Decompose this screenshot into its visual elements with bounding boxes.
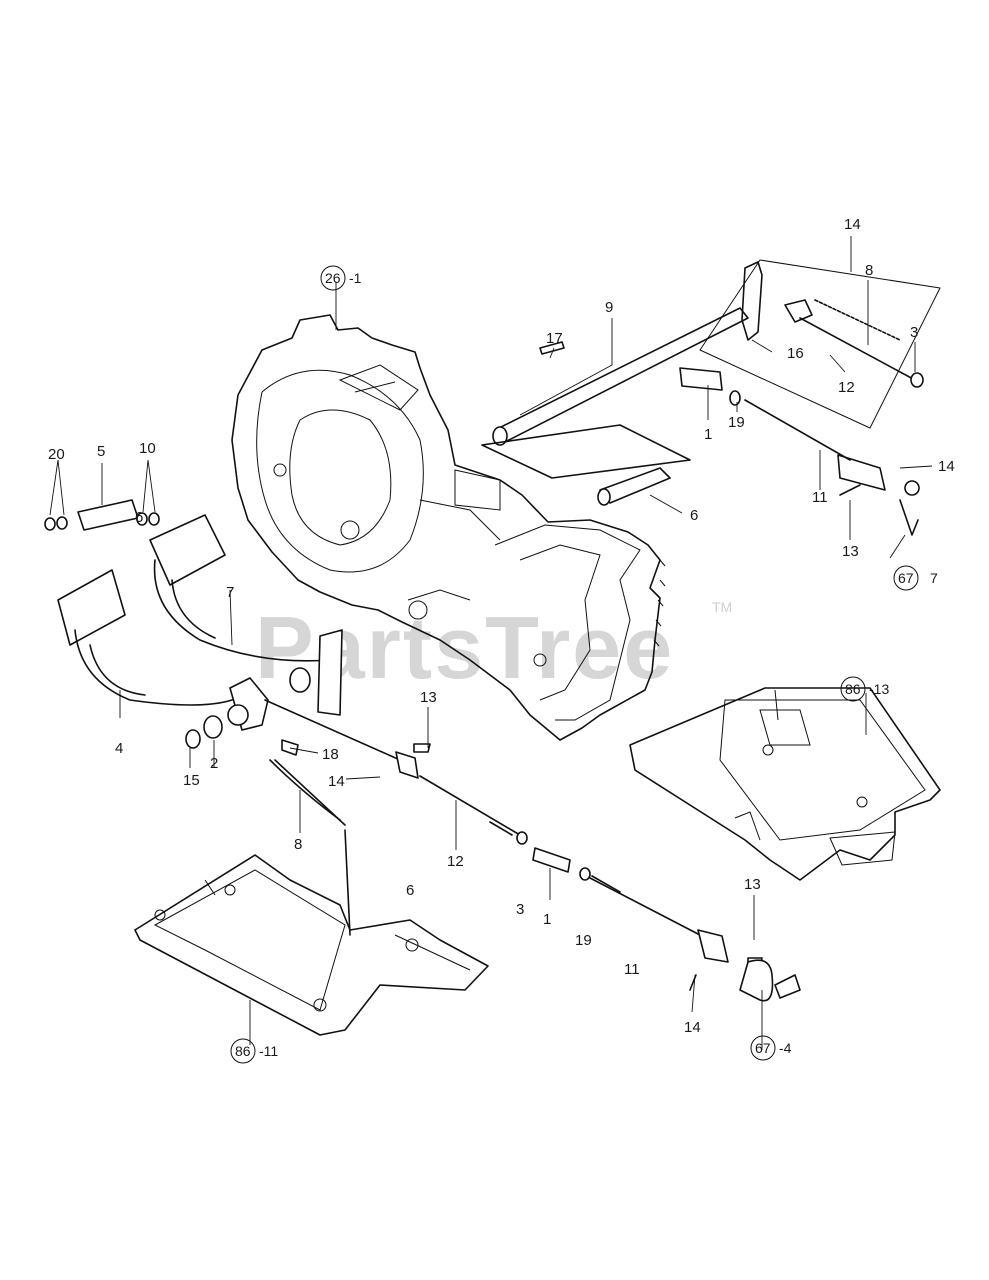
ref-67-7: 67 7 (893, 565, 938, 591)
svg-text:-1: -1 (349, 270, 362, 286)
ref-26-1: 26 -1 (320, 265, 362, 291)
callout-8-top: 8 (865, 262, 873, 279)
callout-6-bottom: 6 (406, 882, 414, 899)
callout-numbers: 14 8 9 17 3 16 12 1 19 14 11 13 6 20 5 1… (48, 216, 955, 1036)
callout-13-top: 13 (842, 543, 859, 560)
callout-14-right: 14 (938, 458, 955, 475)
pedals (44, 499, 343, 756)
svg-text:86: 86 (845, 681, 861, 697)
callout-3-top: 3 (910, 324, 918, 341)
frame-lower-left (134, 854, 489, 1036)
lower-rod (264, 699, 801, 1002)
callout-5: 5 (97, 443, 105, 460)
callout-13-bottom: 13 (744, 876, 761, 893)
frame-upper-right (629, 687, 941, 881)
callout-14-mid: 14 (328, 773, 345, 790)
callout-13-mid: 13 (420, 689, 437, 706)
callout-9: 9 (605, 299, 613, 316)
callout-7: 7 (226, 584, 234, 601)
callout-12-top: 12 (838, 379, 855, 396)
watermark-trademark: TM (712, 599, 732, 615)
callout-18: 18 (322, 746, 339, 763)
svg-text:26: 26 (325, 270, 341, 286)
callout-17: 17 (546, 330, 563, 347)
callout-12-bottom: 12 (447, 853, 464, 870)
svg-text:-13: -13 (869, 681, 889, 697)
svg-text:7: 7 (930, 570, 938, 586)
callout-19-bottom: 19 (575, 932, 592, 949)
svg-text:67: 67 (898, 570, 914, 586)
shaft-assembly (481, 259, 941, 536)
svg-text:-11: -11 (259, 1043, 278, 1059)
svg-text:67: 67 (755, 1040, 771, 1056)
callout-15: 15 (183, 772, 200, 789)
callout-19-top: 19 (728, 414, 745, 431)
callout-3-bottom: 3 (516, 901, 524, 918)
callout-16: 16 (787, 345, 804, 362)
callout-10: 10 (139, 440, 156, 457)
ref-circles: 26 -1 67 7 86 -13 86 -11 67 -4 (230, 265, 938, 1064)
callout-6-top: 6 (690, 507, 698, 524)
callout-11-top: 11 (812, 489, 828, 506)
callout-11-bottom: 11 (624, 961, 640, 978)
callout-20: 20 (48, 446, 65, 463)
callout-4: 4 (115, 740, 123, 757)
callout-2: 2 (210, 755, 218, 772)
ref-86-11: 86 -11 (230, 1038, 278, 1064)
callout-14-top: 14 (844, 216, 861, 233)
svg-text:86: 86 (235, 1043, 251, 1059)
callout-14-bottom: 14 (684, 1019, 701, 1036)
ref-67-4: 67 -4 (750, 1035, 792, 1061)
callout-6-left: 6 (135, 509, 143, 526)
svg-text:-4: -4 (779, 1040, 792, 1056)
watermark-text: PartsTree (255, 598, 674, 697)
callout-1-bottom: 1 (543, 911, 551, 928)
transmission-housing (231, 314, 666, 741)
callout-1-top: 1 (704, 426, 712, 443)
ref-86-13: 86 -13 (840, 676, 889, 702)
callout-8-bottom: 8 (294, 836, 302, 853)
